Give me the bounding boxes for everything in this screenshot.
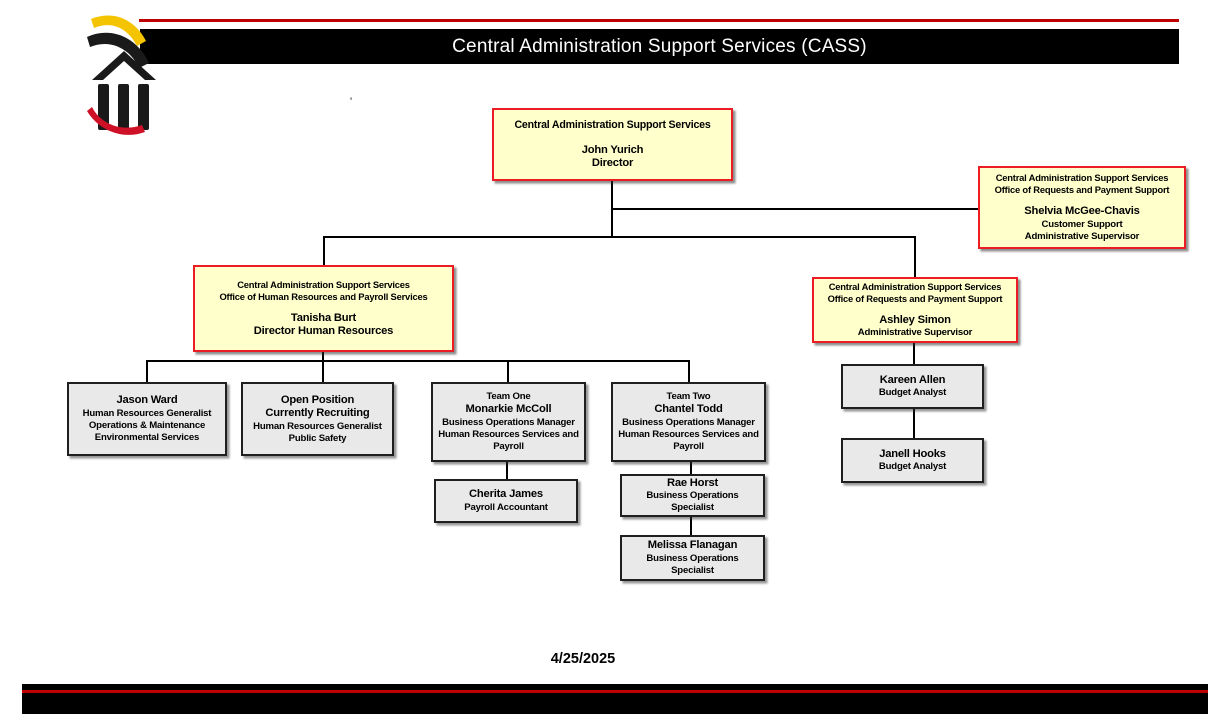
org-line-role: Public Safety bbox=[288, 432, 347, 444]
org-line-name: Kareen Allen bbox=[879, 373, 946, 386]
org-line-name: Director bbox=[591, 157, 634, 169]
title-banner: Central Administration Support Services … bbox=[140, 29, 1179, 64]
org-line-role: Budget Analyst bbox=[878, 461, 947, 473]
connector-cherita-top bbox=[506, 462, 508, 479]
logo-column-capital bbox=[92, 51, 156, 80]
org-line-name: Tanisha Burt bbox=[290, 311, 357, 324]
connector-to-shelvia bbox=[611, 208, 978, 210]
org-line-dept: Central Administration Support Services bbox=[237, 278, 410, 290]
org-line-name: Monarkie McColl bbox=[465, 403, 552, 416]
org-line-name: John Yurich bbox=[581, 143, 644, 156]
connector-janell-top bbox=[913, 409, 915, 438]
org-line-dept: Central Administration Support Services bbox=[828, 281, 1002, 292]
connector-team-one-top bbox=[507, 360, 509, 382]
connector-ashley-top bbox=[914, 236, 916, 277]
revision-date: 4/25/2025 bbox=[550, 651, 616, 667]
org-line-dept: Central Administration Support Services bbox=[995, 172, 1169, 184]
connector-tanisha-top bbox=[323, 236, 325, 265]
org-line-role: Business Operations Manager bbox=[622, 416, 755, 428]
org-line-role: Administrative Supervisor bbox=[857, 327, 973, 338]
org-line-role: Human Resources Services and bbox=[438, 428, 579, 440]
logo-column-bar-middle bbox=[118, 84, 129, 134]
connector-kareen-top bbox=[913, 343, 915, 364]
org-line-role: Business Operations bbox=[646, 490, 739, 502]
org-line-role: Budget Analyst bbox=[878, 387, 947, 399]
university-column-logo bbox=[87, 15, 156, 135]
connector-tanisha-bottom bbox=[322, 352, 324, 382]
page-title: Central Administration Support Services … bbox=[452, 35, 867, 57]
org-line-role: Administrative Supervisor bbox=[1024, 230, 1140, 242]
footer-black-bar bbox=[22, 684, 1208, 714]
org-line-name: Director Human Resources bbox=[253, 325, 394, 337]
org-line-role: Human Resources Generalist bbox=[253, 420, 382, 432]
org-line-name: Rae Horst bbox=[666, 476, 719, 489]
org-line-role: Specialist bbox=[671, 564, 714, 576]
org-line-role: Business Operations Manager bbox=[442, 416, 575, 428]
connector-team-two-top bbox=[688, 360, 690, 382]
org-line-name: Shelvia McGee-Chavis bbox=[1024, 205, 1140, 218]
logo-column-bar-right bbox=[138, 84, 149, 130]
header-red-rule bbox=[139, 19, 1179, 22]
org-line-name: Ashley Simon bbox=[879, 313, 951, 326]
org-line-name: Janell Hooks bbox=[879, 447, 946, 460]
connector-rae-top bbox=[690, 462, 692, 474]
org-line-name: Melissa Flanagan bbox=[647, 539, 738, 552]
connector-jason-top bbox=[146, 360, 148, 382]
org-line-dept: Office of Human Resources and Payroll Se… bbox=[219, 290, 428, 302]
org-line-name: Chantel Todd bbox=[654, 403, 723, 416]
org-line-dept: Central Administration Support Services bbox=[514, 118, 711, 131]
org-line-dept: Office of Requests and Payment Support bbox=[994, 184, 1170, 196]
footer-red-rule bbox=[22, 690, 1208, 693]
org-line-role: Human Resources Services and bbox=[618, 428, 759, 440]
stray-mark: ' bbox=[350, 96, 353, 108]
logo-black-swoosh bbox=[87, 32, 149, 68]
org-line-role: Environmental Services bbox=[94, 431, 200, 443]
connector-hr-horizontal bbox=[146, 360, 690, 362]
org-line-role: Payroll bbox=[673, 440, 704, 452]
org-line-name: Currently Recruiting bbox=[265, 407, 370, 419]
org-line-dept: Office of Requests and Payment Support bbox=[827, 293, 1003, 304]
org-line-team: Team Two bbox=[666, 391, 711, 403]
logo-gold-swoosh bbox=[91, 15, 146, 46]
org-line-role: Customer Support bbox=[1041, 218, 1123, 230]
org-line-role: Payroll bbox=[493, 440, 524, 452]
logo-red-swoosh bbox=[87, 107, 145, 135]
org-line-name: Cherita James bbox=[469, 488, 543, 501]
org-line-role: Operations & Maintenance bbox=[88, 419, 206, 431]
org-line-role: Human Resources Generalist bbox=[82, 407, 212, 419]
connector-melissa-top bbox=[690, 517, 692, 535]
org-line-role: Business Operations bbox=[646, 552, 739, 564]
org-line-role: Specialist bbox=[671, 502, 714, 514]
connector-main-horizontal bbox=[323, 236, 915, 238]
org-line-role: Payroll Accountant bbox=[464, 501, 548, 513]
org-line-name: Jason Ward bbox=[116, 394, 178, 407]
org-line-team: Team One bbox=[486, 391, 531, 403]
org-line-name: Open Position bbox=[280, 393, 355, 406]
